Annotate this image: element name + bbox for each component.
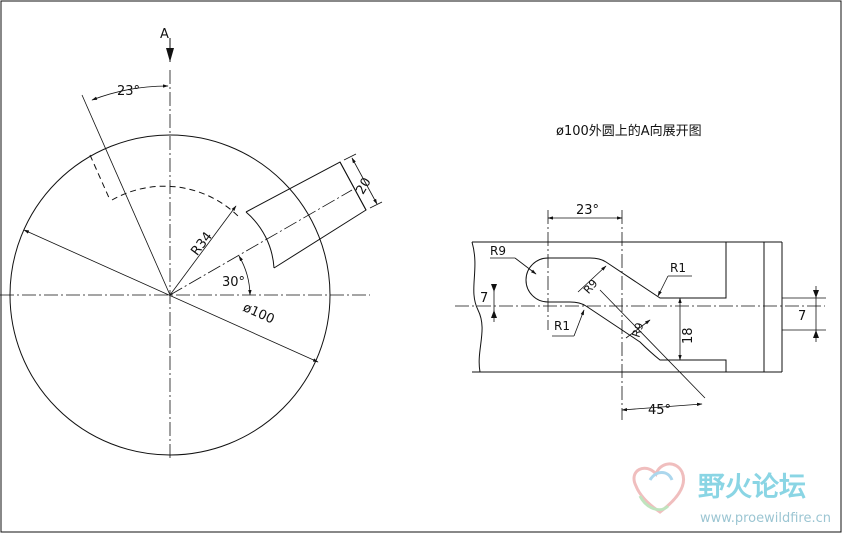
dim-18-label: 18 bbox=[681, 327, 696, 344]
view-letter: A bbox=[160, 27, 169, 42]
right-angle-45-label: 45° bbox=[648, 403, 671, 418]
dim-7-right-label: 7 bbox=[798, 309, 806, 324]
slot-lower-profile bbox=[525, 257, 727, 372]
r1-upper-label: R1 bbox=[670, 261, 686, 275]
r1-lower-label: R1 bbox=[554, 319, 570, 333]
r9-left-label: R9 bbox=[490, 244, 506, 258]
r9-upper-leader bbox=[577, 265, 607, 293]
view-arrow-a: A bbox=[160, 27, 174, 62]
r1-lower-leader bbox=[573, 309, 585, 337]
left-angle-30-label: 30° bbox=[222, 275, 245, 290]
r1-upper-leader bbox=[657, 275, 669, 297]
angle-23-dimension-arc bbox=[91, 84, 169, 101]
slot-upper-profile bbox=[548, 242, 727, 299]
watermark-name: 野火论坛 bbox=[698, 472, 806, 503]
watermark: 野火论坛 www.proewildfire.cn bbox=[632, 462, 831, 526]
break-line bbox=[471, 241, 483, 373]
r9-upper-label: R9 bbox=[581, 277, 600, 297]
dim-7-left-label: 7 bbox=[480, 291, 488, 306]
left-angle-23-label: 23° bbox=[117, 84, 140, 99]
angle-45-diagonal bbox=[599, 289, 706, 399]
right-view: ø100外圆上的A向展开图 23° 45° R9 R9 R9 bbox=[455, 123, 826, 420]
r9-lower-leader bbox=[625, 319, 651, 339]
left-view: A 23° 20 R34 30° ø100 bbox=[0, 27, 383, 460]
r9-lower-label: R9 bbox=[630, 321, 647, 339]
developed-view-title: ø100外圆上的A向展开图 bbox=[556, 123, 702, 139]
angle-45-dimension bbox=[621, 402, 703, 412]
slot-block: 20 bbox=[245, 153, 383, 269]
watermark-logo-icon bbox=[632, 462, 685, 514]
r34-label: R34 bbox=[188, 229, 215, 258]
slot-hidden-edge bbox=[89, 154, 111, 201]
diameter-leader bbox=[23, 229, 319, 363]
r34-hidden-arc bbox=[111, 185, 241, 219]
diameter-label: ø100 bbox=[241, 300, 277, 327]
watermark-url: www.proewildfire.cn bbox=[700, 511, 831, 526]
angle-23-extension bbox=[81, 94, 171, 296]
right-angle-23-label: 23° bbox=[576, 203, 599, 218]
width-20-label: 20 bbox=[353, 175, 374, 197]
r9-left-leader bbox=[514, 257, 537, 275]
